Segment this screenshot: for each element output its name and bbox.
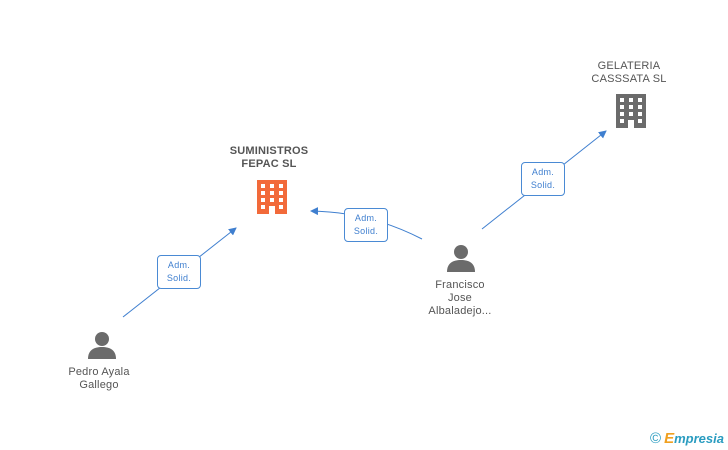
company-name-line2: CASSSATA SL [591, 73, 667, 85]
role-label-line2: Solid. [166, 273, 192, 283]
person-pedro-label[interactable]: Pedro Ayala Gallego [44, 366, 154, 392]
person-name-line1: Pedro Ayala [68, 366, 130, 378]
edge-label-badge: Adm. Solid. [344, 208, 388, 242]
brand-initial: E [664, 429, 675, 447]
company-gelateria-label[interactable]: GELATERIA CASSSATA SL [574, 60, 684, 86]
empresia-logo: © Empresia [650, 428, 724, 448]
building-icon[interactable] [256, 180, 288, 214]
copyright-symbol: © [650, 429, 662, 447]
person-name-line2: Gallego [79, 379, 119, 391]
role-label-line1: Adm. [354, 213, 378, 223]
brand-name: mpresia [674, 430, 724, 446]
building-icon[interactable] [615, 94, 647, 128]
company-suministros-label[interactable]: SUMINISTROS FEPAC SL [214, 145, 324, 171]
role-label-line1: Adm. [167, 260, 191, 270]
person-icon[interactable] [446, 243, 476, 273]
company-name-line1: GELATERIA [597, 60, 661, 72]
edge-label-badge: Adm. Solid. [157, 255, 201, 289]
person-name-line1: Francisco [435, 279, 485, 291]
person-francisco-label[interactable]: Francisco Jose Albaladejo... [405, 279, 515, 318]
company-name-line2: FEPAC SL [241, 158, 297, 170]
role-label-line2: Solid. [530, 180, 556, 190]
company-name-line1: SUMINISTROS [229, 145, 309, 157]
person-name-line3: Albaladejo... [428, 305, 492, 317]
person-icon[interactable] [87, 330, 117, 360]
role-label-line1: Adm. [531, 167, 555, 177]
person-name-line2: Jose [447, 292, 473, 304]
role-label-line2: Solid. [353, 226, 379, 236]
edge-label-badge: Adm. Solid. [521, 162, 565, 196]
